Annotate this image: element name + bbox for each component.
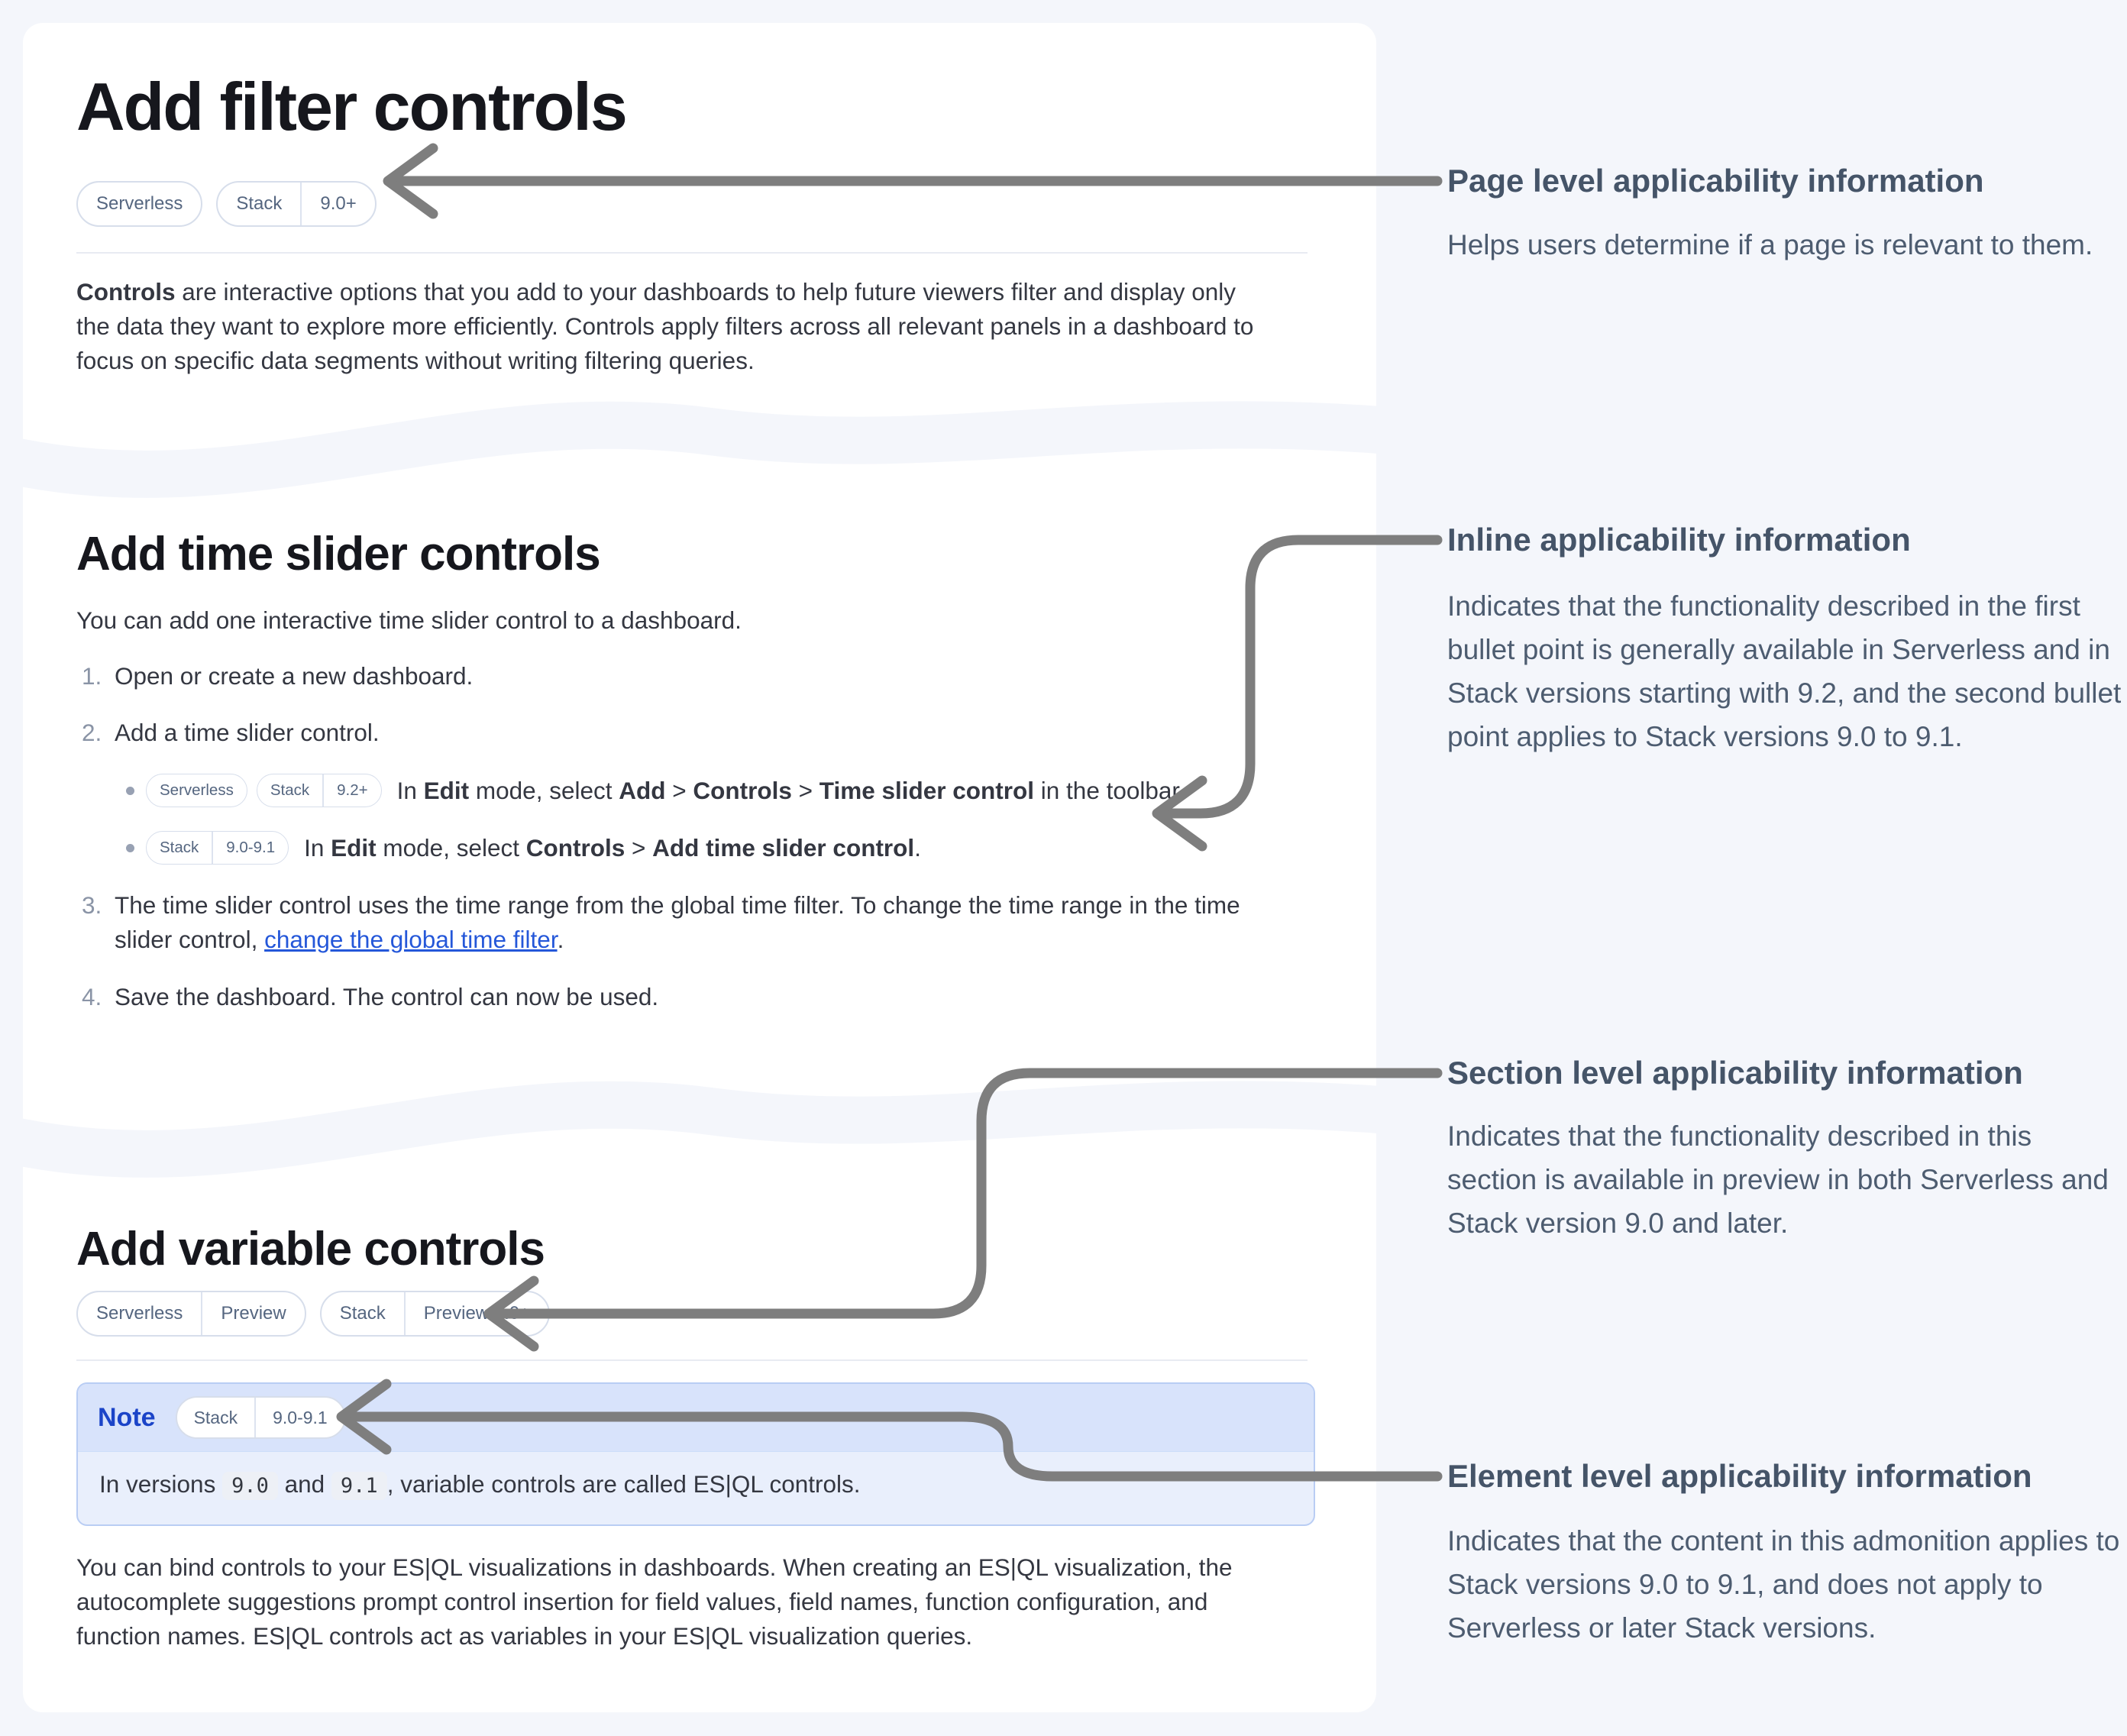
badge-stack-version: Stack 9.0-9.1: [175, 1396, 346, 1439]
badge-segment: Stack: [270, 781, 310, 799]
list-text: The time slider control uses the time ra…: [115, 891, 1240, 953]
badge-segment: Stack: [236, 193, 283, 214]
annotation-heading: Inline applicability information: [1447, 522, 1911, 558]
badge-stack-preview-version: Stack Preview 9.0+: [319, 1291, 551, 1337]
badge-serverless: Serverless: [146, 774, 247, 807]
divider: [76, 1359, 1308, 1361]
annotation-heading: Section level applicability information: [1447, 1055, 2023, 1091]
badge-segment: Stack: [339, 1303, 386, 1324]
badge-segment: Serverless: [160, 781, 234, 799]
list-number: 4.: [82, 983, 102, 1010]
bullet-item: Serverless Stack 9.2+ In Edit mode, sele…: [126, 774, 1185, 807]
annotation-section-level: Section level applicability information …: [1447, 1052, 2123, 1245]
badge-stack-version: Stack 9.2+: [256, 774, 382, 807]
badge-serverless: Serverless: [76, 181, 203, 227]
badge-segment: Stack: [193, 1407, 238, 1427]
annotation-body: Helps users determine if a page is relev…: [1447, 229, 2093, 260]
list-number: 2.: [82, 719, 102, 746]
section-title-variable: Add variable controls: [76, 1223, 545, 1275]
page-badges: Serverless Stack 9.0+: [76, 181, 377, 227]
intro-paragraph: Controls are interactive options that yo…: [76, 275, 1268, 378]
badge-segment: Preview 9.0+: [403, 1292, 548, 1335]
list-text: Open or create a new dashboard.: [115, 662, 474, 690]
annotation-page-level: Page level applicability information Hel…: [1447, 160, 2123, 267]
note-body: In versions 9.0 and 9.1, variable contro…: [78, 1452, 1314, 1500]
section-title-time-slider: Add time slider controls: [76, 528, 601, 580]
annotation-inline-level: Inline applicability information Indicat…: [1447, 519, 2123, 758]
section-intro: You can add one interactive time slider …: [76, 606, 742, 634]
annotation-body: Indicates that the functionality describ…: [1447, 1120, 2109, 1239]
bold-text: Controls: [76, 278, 176, 305]
divider: [76, 252, 1308, 254]
list-item: 1. Open or create a new dashboard.: [82, 659, 473, 693]
list-number: 3.: [82, 891, 102, 919]
note-label: Note: [98, 1402, 156, 1432]
list-text: Save the dashboard. The control can now …: [115, 983, 659, 1010]
badge-segment: Preview: [201, 1292, 304, 1335]
badge-segment: 9.0-9.1: [254, 1398, 344, 1437]
badge-segment: 9.0+: [300, 183, 374, 225]
badge-stack-version: Stack 9.0-9.1: [146, 831, 289, 865]
badge-segment: Serverless: [96, 193, 183, 214]
annotation-element-level: Element level applicability information …: [1447, 1455, 2123, 1650]
bullet-text: In Edit mode, select Controls > Add time…: [304, 833, 921, 862]
page-title: Add filter controls: [76, 69, 628, 144]
bullet-dot: [126, 786, 134, 795]
global-time-filter-link[interactable]: change the global time filter: [264, 926, 558, 953]
badge-segment: 9.2+: [322, 774, 380, 807]
code-chip: 9.0: [222, 1472, 278, 1500]
annotation-body: Indicates that the functionality describ…: [1447, 590, 2122, 752]
badge-segment: 9.0-9.1: [212, 832, 288, 864]
badge-serverless-preview: Serverless Preview: [76, 1291, 306, 1337]
list-item: 3. The time slider control uses the time…: [82, 888, 1277, 957]
code-chip: 9.1: [331, 1472, 387, 1500]
list-item: 2. Add a time slider control.: [82, 716, 380, 750]
badge-segment: Stack: [160, 839, 199, 856]
wave-divider: [23, 401, 1376, 498]
section-badges: Serverless Preview Stack Preview 9.0+: [76, 1291, 551, 1337]
closing-paragraph: You can bind controls to your ES|QL visu…: [76, 1553, 1233, 1650]
bullet-text: In Edit mode, select Add > Controls > Ti…: [396, 776, 1185, 804]
annotation-heading: Page level applicability information: [1447, 163, 1984, 199]
bullet-item: Stack 9.0-9.1 In Edit mode, select Contr…: [126, 831, 921, 865]
paragraph-text: are interactive options that you add to …: [76, 278, 1254, 374]
note-header: Note Stack 9.0-9.1: [78, 1384, 1314, 1452]
wave-divider: [23, 1081, 1376, 1178]
annotation-heading: Element level applicability information: [1447, 1458, 2032, 1494]
badge-segment: Serverless: [96, 1303, 183, 1324]
bullet-dot: [126, 843, 134, 852]
list-text: Add a time slider control.: [115, 719, 380, 746]
list-item: 4. Save the dashboard. The control can n…: [82, 980, 658, 1014]
docs-content-column: Add filter controls Serverless Stack 9.0…: [23, 23, 1376, 1712]
list-number: 1.: [82, 662, 102, 690]
badge-stack-version: Stack 9.0+: [216, 181, 377, 227]
note-admonition: Note Stack 9.0-9.1 In versions 9.0 and 9…: [76, 1382, 1315, 1526]
annotation-body: Indicates that the content in this admon…: [1447, 1525, 2120, 1644]
